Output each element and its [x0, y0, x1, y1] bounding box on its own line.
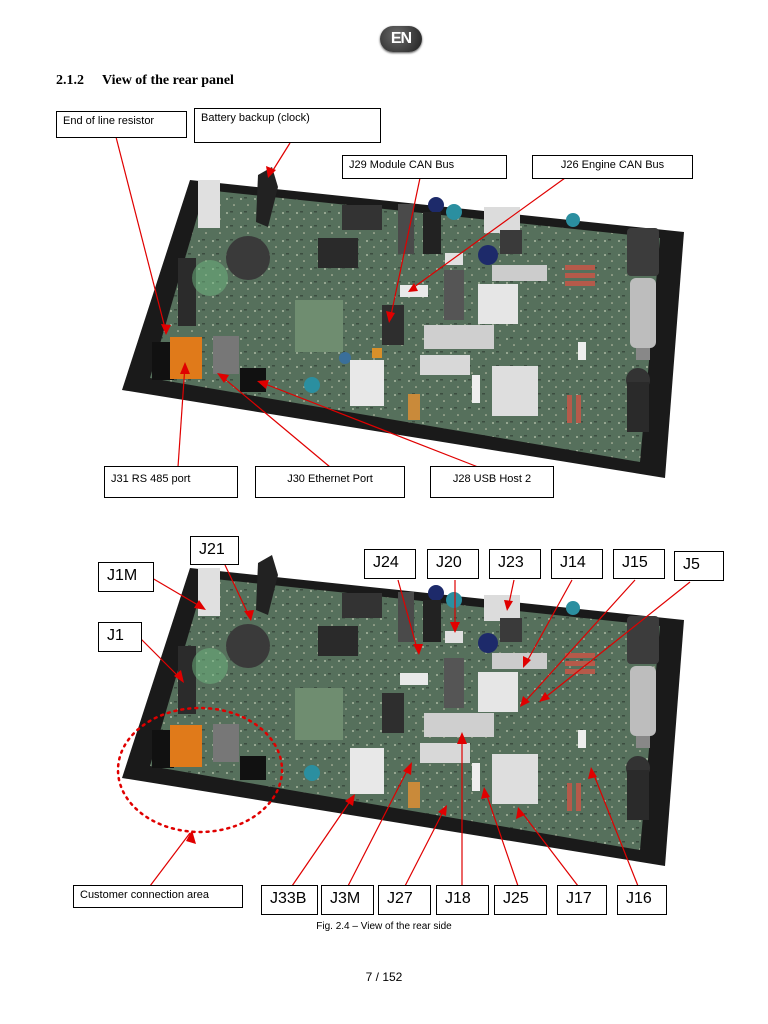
label-customer-connection-area: Customer connection area — [73, 885, 243, 908]
label-j30: J30 Ethernet Port — [255, 466, 405, 498]
board-illustration-top — [122, 167, 684, 478]
label-j15: J15 — [613, 549, 665, 579]
figure-caption: Fig. 2.4 – View of the rear side — [316, 921, 452, 932]
label-battery-backup: Battery backup (clock) — [194, 108, 381, 143]
label-j25: J25 — [494, 885, 547, 915]
label-j21: J21 — [190, 536, 239, 565]
label-j16: J16 — [617, 885, 667, 915]
leader-arrows-top — [161, 166, 418, 389]
label-j3m: J3M — [321, 885, 374, 915]
label-j31: J31 RS 485 port — [104, 466, 238, 498]
label-j14: J14 — [551, 549, 603, 579]
label-j26: J26 Engine CAN Bus — [532, 155, 693, 179]
label-j20: J20 — [427, 549, 479, 579]
label-j29: J29 Module CAN Bus — [342, 155, 507, 179]
label-j17: J17 — [557, 885, 607, 915]
leader-lines-bottom — [139, 564, 691, 887]
label-j27: J27 — [378, 885, 431, 915]
section-number: 2.1.2 — [56, 73, 84, 88]
board-illustration-bottom — [116, 555, 684, 866]
label-j23: J23 — [489, 549, 541, 579]
section-heading: 2.1.2 View of the rear panel — [56, 73, 234, 89]
page-number: 7 / 152 — [365, 970, 403, 984]
label-j24: J24 — [364, 549, 416, 579]
leader-arrows-bottom — [174, 600, 597, 844]
label-j28: J28 USB Host 2 — [430, 466, 554, 498]
section-title: View of the rear panel — [102, 73, 234, 88]
label-j18: J18 — [436, 885, 489, 915]
label-j1: J1 — [98, 622, 142, 652]
label-j5: J5 — [674, 551, 724, 581]
label-j1m: J1M — [98, 562, 154, 592]
label-j33b: J33B — [261, 885, 318, 915]
language-badge: EN — [380, 26, 422, 52]
label-end-of-line-resistor: End of line resistor — [56, 111, 187, 138]
